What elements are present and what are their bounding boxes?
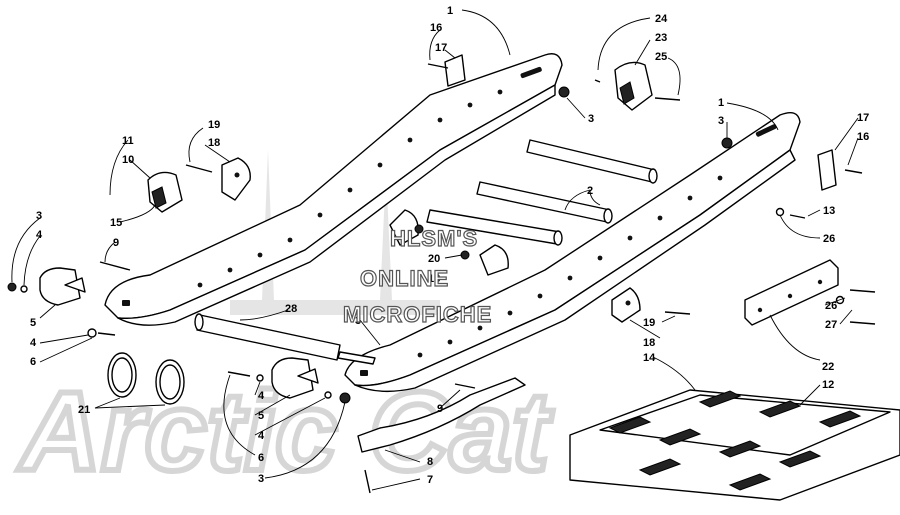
callout-11: 11 (122, 135, 134, 147)
cross-shafts (426, 139, 658, 246)
callout-13: 13 (823, 205, 835, 217)
rear-axle-shaft (194, 313, 376, 365)
callout-3-upper: 3 (588, 113, 594, 125)
watermark-line1: HLSM'S (390, 226, 478, 251)
right-rail-holes (360, 124, 777, 376)
hose-clamps (107, 352, 185, 405)
callout-9-lower: 9 (437, 403, 443, 415)
left-slide-rail (104, 53, 563, 326)
callout-9-upper: 9 (113, 237, 119, 249)
rear-mount-bracket (744, 259, 839, 326)
callout-3-center: 3 (355, 315, 361, 327)
callout-6-center: 6 (258, 452, 264, 464)
callout-2: 2 (587, 185, 593, 197)
watermark-spire-right (380, 170, 392, 300)
callout-4-center-a: 4 (258, 390, 265, 402)
callout-7: 7 (427, 474, 433, 486)
callout-21: 21 (78, 404, 90, 416)
callout-26-lower: 26 (825, 300, 837, 312)
callout-10: 10 (122, 154, 134, 166)
callout-16-right: 16 (857, 131, 869, 143)
leader-lines (11, 9, 859, 491)
callout-27: 27 (825, 319, 837, 331)
callout-19-upper: 19 (208, 119, 220, 131)
callout-5-center: 5 (258, 410, 264, 422)
callout-5-left: 5 (30, 317, 36, 329)
callout-4-lower-left: 4 (30, 337, 37, 349)
callout-23: 23 (655, 32, 667, 44)
callout-25: 25 (655, 51, 667, 63)
end-caps (39, 267, 319, 399)
callout-17-right: 17 (857, 112, 869, 124)
brackets (221, 54, 837, 323)
watermark-text: HLSM'S ONLINE MICROFICHE (342, 225, 492, 327)
callout-18-upper: 18 (208, 137, 220, 149)
callout-3-bottom: 3 (258, 473, 264, 485)
callout-labels: 1 16 17 24 23 25 3 19 18 11 10 1 3 17 16… (30, 5, 869, 486)
callout-12: 12 (822, 379, 834, 391)
watermark-line2: ONLINE (360, 266, 449, 291)
track-belt (569, 389, 900, 501)
watermark-line3: MICROFICHE (343, 302, 492, 327)
callout-6-left: 6 (30, 356, 36, 368)
bumper-block-right (614, 61, 653, 111)
callout-1-right-rail: 1 (718, 97, 724, 109)
callout-1-left-rail: 1 (447, 5, 453, 17)
callout-24: 24 (655, 13, 668, 25)
callout-8: 8 (427, 456, 433, 468)
callout-3-left: 3 (36, 210, 42, 222)
callout-15: 15 (110, 217, 122, 229)
wear-strip (357, 377, 526, 453)
track-lugs (608, 390, 862, 491)
watermark-skyline (230, 300, 440, 315)
callout-26-upper: 26 (823, 233, 835, 245)
callout-3-right: 3 (718, 115, 724, 127)
left-rail-holes (122, 66, 542, 306)
callout-28: 28 (285, 303, 297, 315)
callout-18-lower: 18 (643, 337, 655, 349)
callout-4-center-b: 4 (258, 430, 265, 442)
right-slide-rail (344, 112, 801, 393)
callout-19-lower: 19 (643, 317, 655, 329)
callout-20: 20 (428, 253, 440, 265)
callout-4-left: 4 (36, 229, 43, 241)
callout-22: 22 (822, 361, 834, 373)
callout-17-top: 17 (435, 42, 447, 54)
callout-18-middle: 18 (428, 273, 440, 285)
callout-16-top: 16 (430, 22, 442, 34)
callout-14: 14 (643, 352, 656, 364)
bumper-block-left (147, 171, 183, 213)
